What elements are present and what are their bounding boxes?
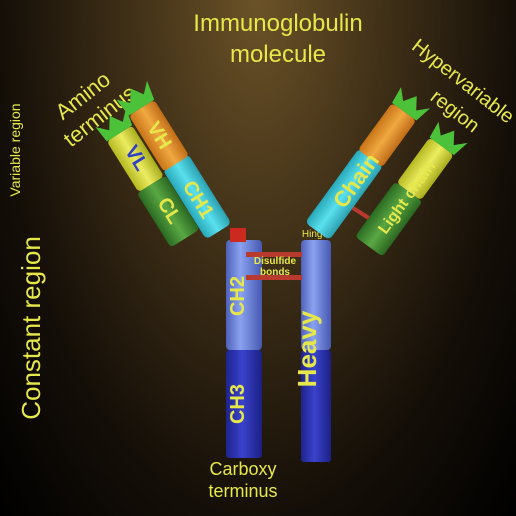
disulfide-bond-upper: [246, 252, 302, 257]
ch2-left-domain: [226, 240, 262, 350]
ch3-left-domain: [226, 350, 262, 458]
left-light-arm: CL VL: [95, 108, 199, 247]
hypervariable-tip-right-vl: [429, 121, 468, 156]
disulfide-bond-lower: [246, 275, 302, 280]
disulfide-label-2: bonds: [260, 267, 290, 278]
cl-domain: [138, 176, 199, 247]
hinge-label: Hinge: [302, 229, 329, 240]
right-cl-domain: [356, 183, 421, 255]
ch1-domain: [164, 155, 230, 238]
hypervariable-tip-vl: [95, 108, 133, 142]
hypervariable-tip-right-vh: [392, 87, 431, 121]
carboxy-terminus-label-2: terminus: [208, 481, 277, 501]
hinge-block-left: [230, 228, 246, 242]
vh-domain: [130, 101, 188, 171]
right-ch1-domain: [307, 150, 382, 239]
title-line-2: molecule: [230, 41, 326, 68]
hypervariable-tip-vh: [116, 80, 155, 116]
vl-domain: [108, 126, 163, 191]
carboxy-terminus-label-1: Carboxy: [209, 459, 276, 479]
right-vh-domain: [359, 104, 415, 166]
ch3-label: CH3: [227, 384, 249, 424]
heavy-right-upper-domain: [301, 240, 331, 350]
ch2-label: CH2: [227, 276, 249, 316]
heavy-label: Heavy: [292, 310, 322, 387]
variable-region-label: Variable region: [7, 103, 23, 196]
disulfide-label-1: Disulfide: [254, 256, 297, 267]
title-line-1: Immunoglobulin: [193, 10, 362, 37]
constant-region-label: Constant region: [16, 236, 46, 420]
right-vl-domain: [398, 139, 453, 199]
heavy-right-lower-domain: [301, 350, 331, 462]
